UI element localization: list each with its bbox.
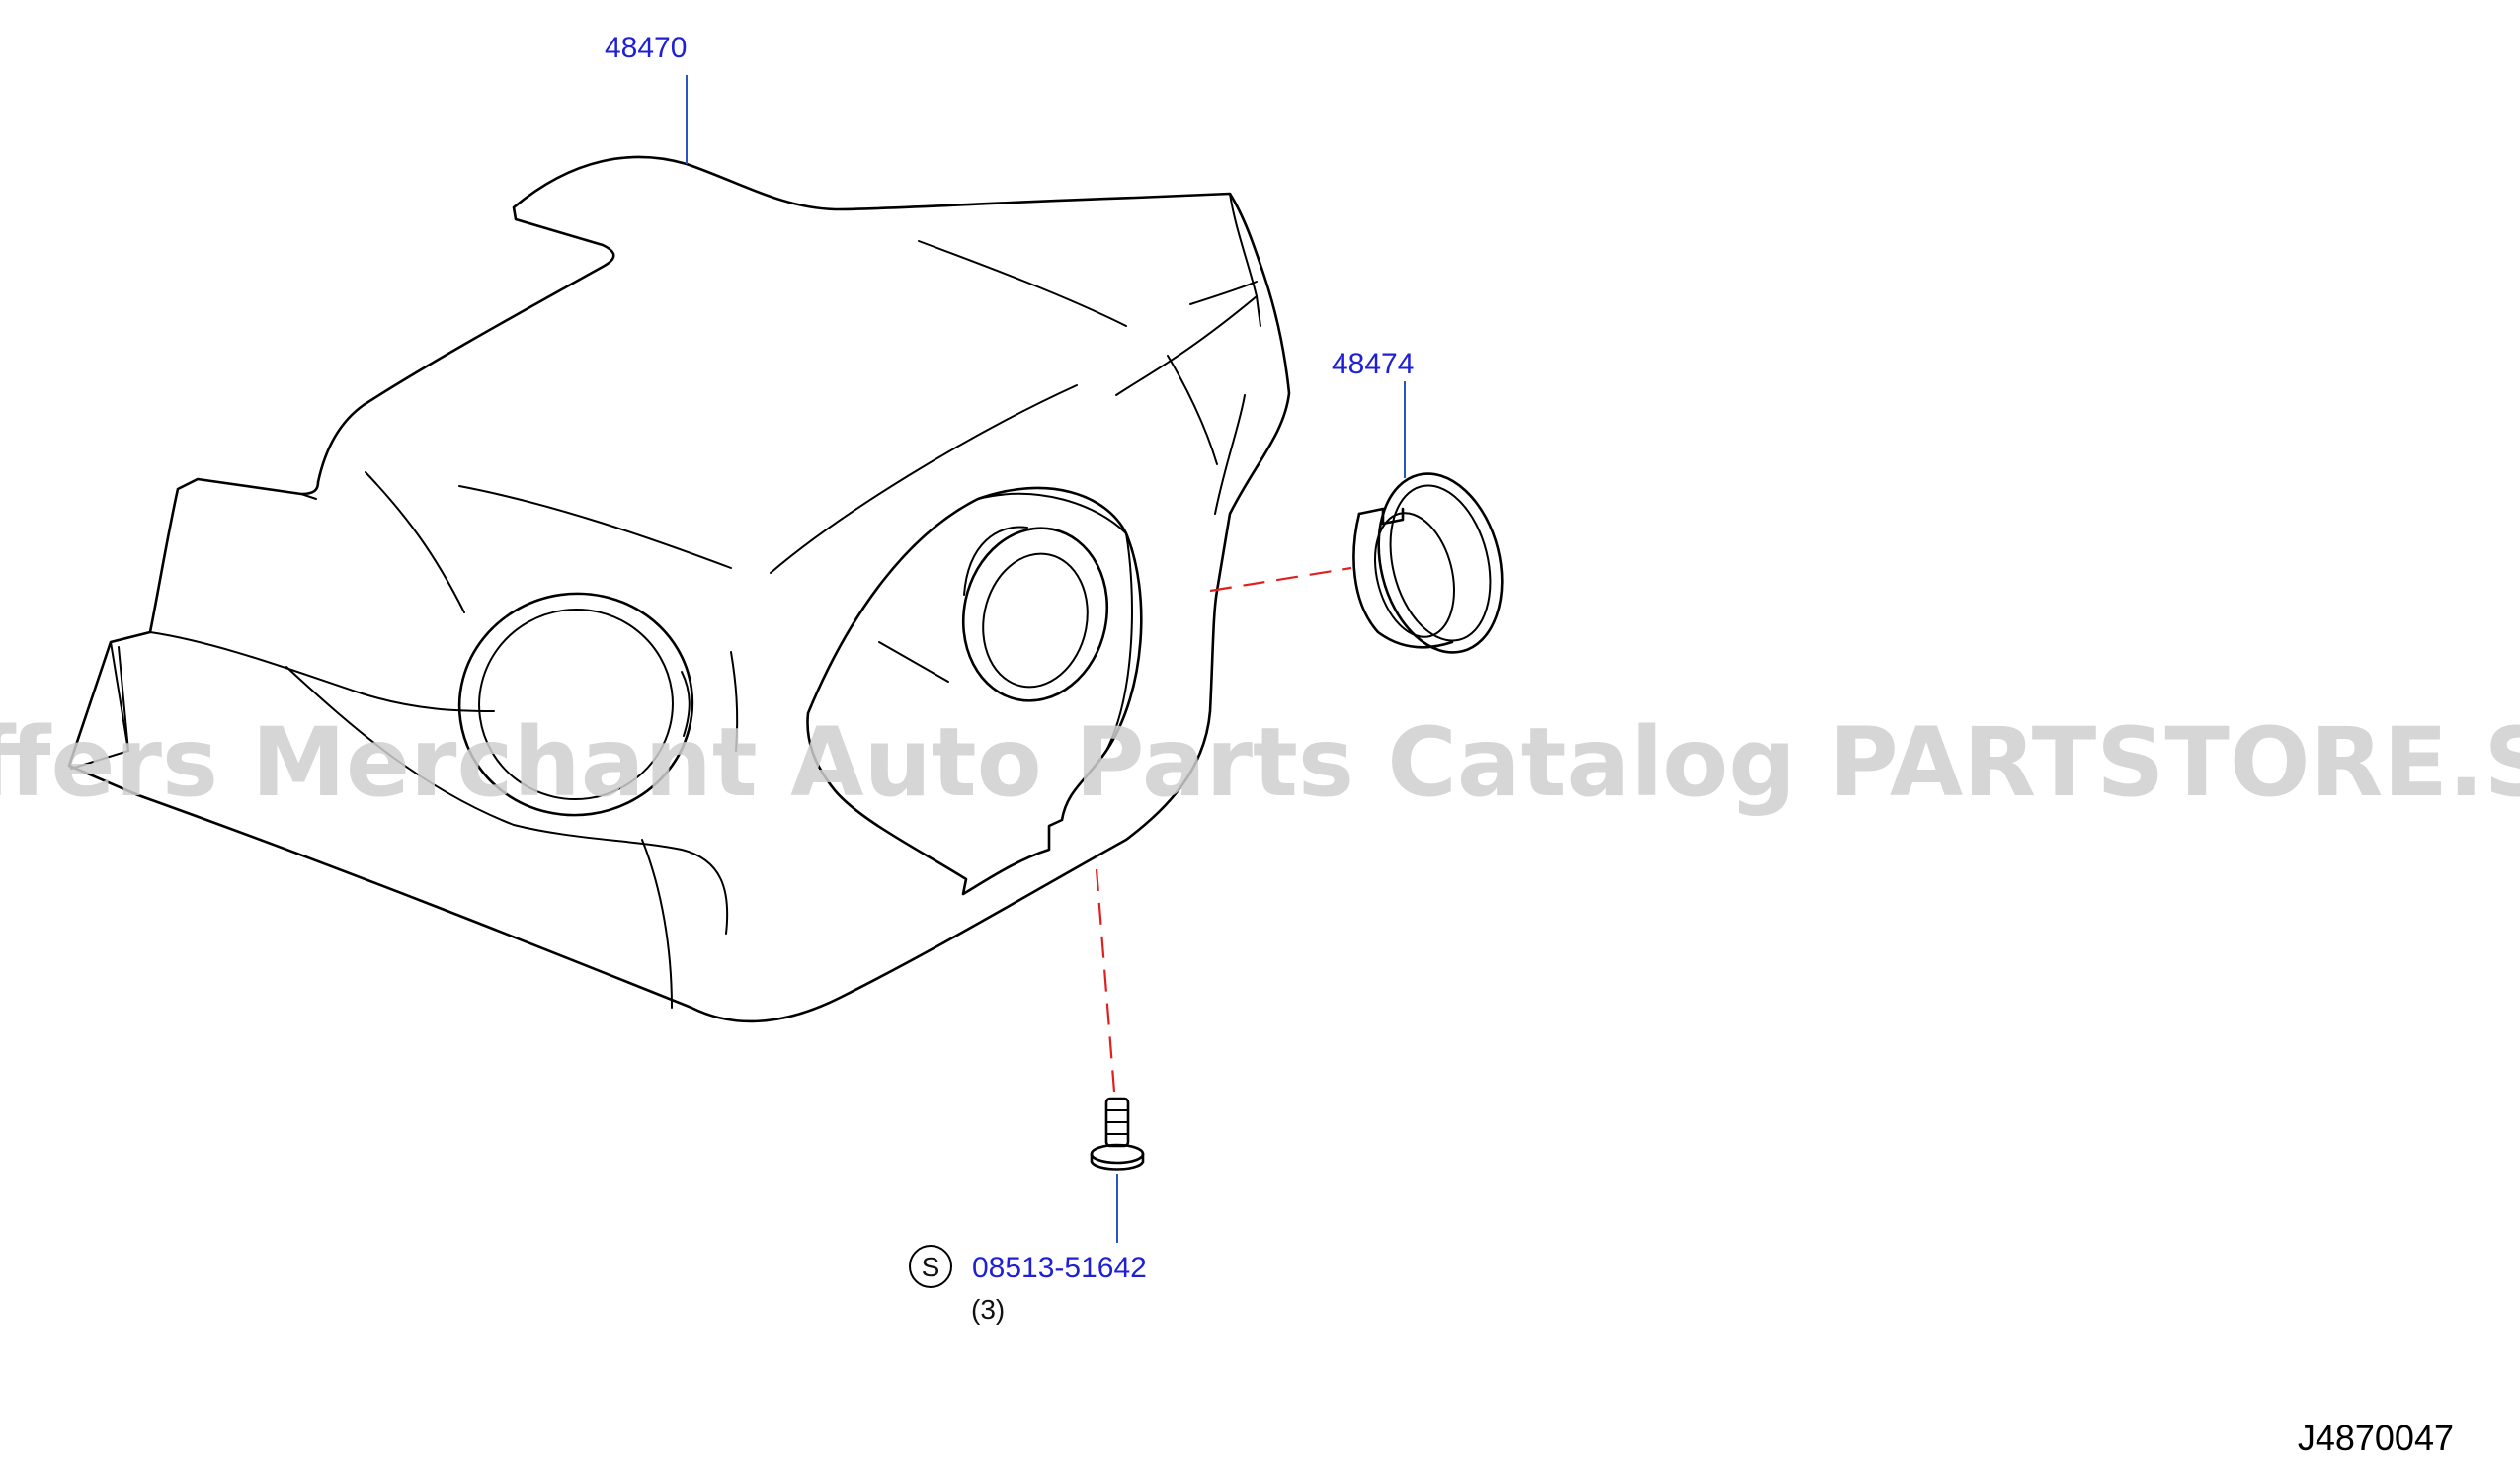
standard-mark-letter: S: [922, 1252, 940, 1282]
part-number-grommet[interactable]: 48474: [1332, 348, 1414, 380]
screw-drawing: [1090, 1097, 1145, 1171]
grommet-assembly-line: [1209, 566, 1352, 593]
part-number-cover[interactable]: 48470: [605, 32, 687, 64]
grommet-drawing: [1352, 472, 1504, 654]
screw-quantity: (3): [971, 1294, 1005, 1325]
screw-standard-mark: S: [909, 1245, 952, 1288]
column-cover-drawing: [67, 155, 1291, 1023]
diagram-reference: J4870047: [2298, 1418, 2454, 1458]
watermark: Offers Merchant Auto Parts Catalog PARTS…: [0, 707, 2520, 818]
part-number-screw[interactable]: 08513-51642: [972, 1252, 1147, 1284]
screw-assembly-line: [1095, 868, 1116, 1093]
